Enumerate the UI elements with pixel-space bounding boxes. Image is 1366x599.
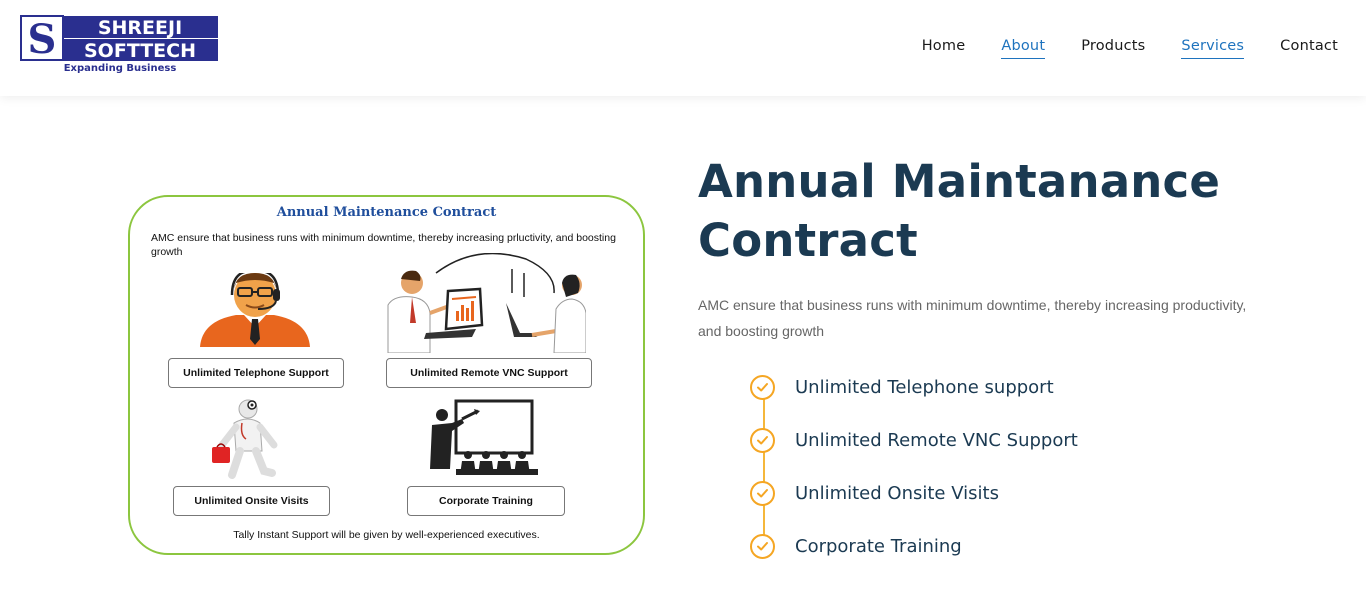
illustration-footer: Tally Instant Support will be given by w… bbox=[233, 529, 540, 541]
feature-item: Unlimited Onsite Visits bbox=[750, 481, 999, 506]
corporate-training-icon bbox=[430, 399, 538, 475]
box-telephone-support: Unlimited Telephone Support bbox=[168, 358, 344, 388]
feature-timeline-line bbox=[763, 387, 765, 547]
check-circle-icon bbox=[750, 534, 775, 559]
nav-about[interactable]: About bbox=[1001, 38, 1046, 59]
feature-item: Corporate Training bbox=[750, 534, 962, 559]
check-circle-icon bbox=[750, 428, 775, 453]
nav-products[interactable]: Products bbox=[1081, 38, 1146, 54]
brand-name-line2: SOFTTECH bbox=[84, 40, 196, 62]
check-circle-icon bbox=[750, 375, 775, 400]
nav-contact[interactable]: Contact bbox=[1280, 38, 1338, 54]
nav-services[interactable]: Services bbox=[1181, 38, 1245, 59]
nav-home[interactable]: Home bbox=[921, 38, 966, 54]
brand-name-line1: SHREEJI bbox=[98, 17, 182, 39]
feature-item: Unlimited Telephone support bbox=[750, 375, 1054, 400]
box-remote-vnc-support: Unlimited Remote VNC Support bbox=[386, 358, 592, 388]
feature-label: Corporate Training bbox=[795, 536, 962, 557]
main-nav: Home About Products Services Contact bbox=[922, 38, 1338, 59]
amc-illustration: Annual Maintenance Contract AMC ensure t… bbox=[128, 195, 645, 555]
feature-label: Unlimited Telephone support bbox=[795, 377, 1054, 398]
brand-logo[interactable]: S SHREEJI SOFTTECH Expanding Business bbox=[20, 15, 220, 73]
remote-support-icon bbox=[387, 253, 586, 353]
onsite-visit-icon bbox=[212, 399, 278, 479]
illustration-intro: AMC ensure that business runs with minim… bbox=[151, 232, 616, 258]
check-circle-icon bbox=[750, 481, 775, 506]
feature-label: Unlimited Remote VNC Support bbox=[795, 430, 1078, 451]
box-onsite-visits: Unlimited Onsite Visits bbox=[173, 486, 330, 516]
illustration-title: Annual Maintenance Contract bbox=[276, 205, 497, 220]
brand-tagline: Expanding Business bbox=[64, 63, 177, 73]
logo-mark: S bbox=[28, 16, 57, 63]
page-title: Annual Maintanance Contract bbox=[698, 155, 1221, 267]
box-corporate-training: Corporate Training bbox=[407, 486, 565, 516]
feature-label: Unlimited Onsite Visits bbox=[795, 483, 999, 504]
feature-item: Unlimited Remote VNC Support bbox=[750, 428, 1078, 453]
page-description: AMC ensure that business runs with minim… bbox=[698, 297, 1247, 339]
telephone-support-agent-icon bbox=[200, 273, 310, 347]
site-header: S SHREEJI SOFTTECH Expanding Business Ho… bbox=[0, 0, 1366, 96]
